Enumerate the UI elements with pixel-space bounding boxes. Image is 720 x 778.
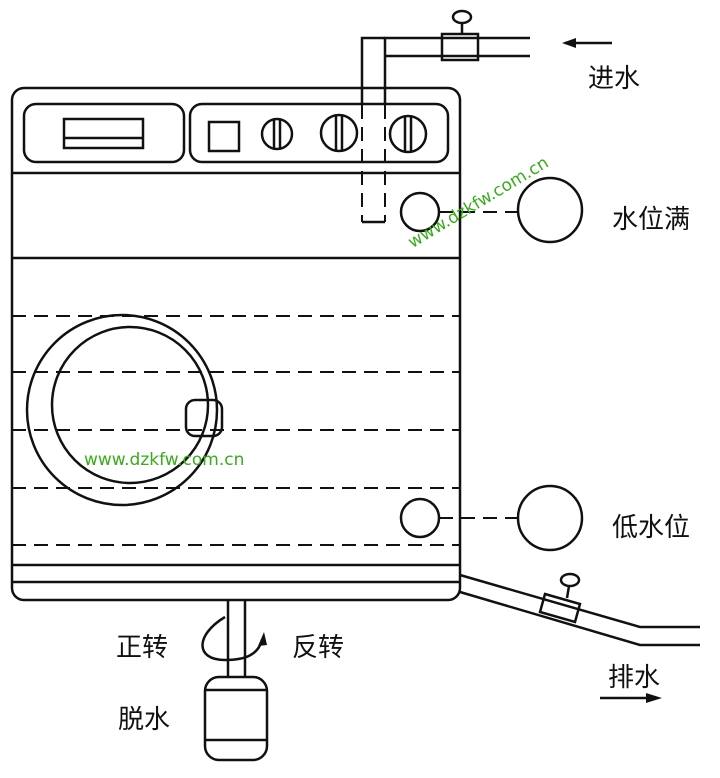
drain-pipe bbox=[459, 572, 700, 647]
drain-valve bbox=[538, 592, 582, 624]
low-water-label: 低水位 bbox=[612, 513, 691, 543]
motor bbox=[203, 600, 269, 762]
display-panel bbox=[22, 102, 186, 164]
knob-1 bbox=[260, 117, 294, 151]
display-window bbox=[62, 117, 145, 150]
drain-arrow-icon bbox=[600, 693, 662, 703]
drain-valve-handle bbox=[559, 572, 581, 588]
inlet-valve-handle bbox=[451, 9, 473, 25]
low-level-sensor bbox=[399, 497, 441, 539]
low-level-indicator bbox=[516, 484, 584, 552]
reverse-rotation-label: 反转 bbox=[292, 633, 345, 663]
water-level-lines bbox=[12, 315, 460, 546]
spin-dry-label: 脱水 bbox=[118, 705, 171, 735]
inlet-pipe bbox=[360, 9, 530, 224]
knob-2 bbox=[319, 113, 359, 153]
door-handle bbox=[184, 398, 224, 438]
knob-3 bbox=[388, 114, 428, 154]
power-button bbox=[207, 120, 241, 153]
machine-body bbox=[10, 86, 462, 602]
control-panel bbox=[188, 102, 450, 164]
forward-rotation-label: 正转 bbox=[116, 633, 169, 663]
drain-label: 排水 bbox=[608, 663, 661, 693]
rotation-arrow-icon bbox=[201, 615, 267, 662]
water-full-label: 水位满 bbox=[612, 205, 691, 235]
watermark: www.dzkfw.com.cn bbox=[84, 450, 245, 470]
door bbox=[25, 313, 224, 507]
inlet-arrow-icon bbox=[562, 38, 612, 48]
inlet-label: 进水 bbox=[588, 64, 641, 94]
full-level-indicator bbox=[516, 176, 584, 244]
inlet-valve bbox=[440, 32, 480, 62]
